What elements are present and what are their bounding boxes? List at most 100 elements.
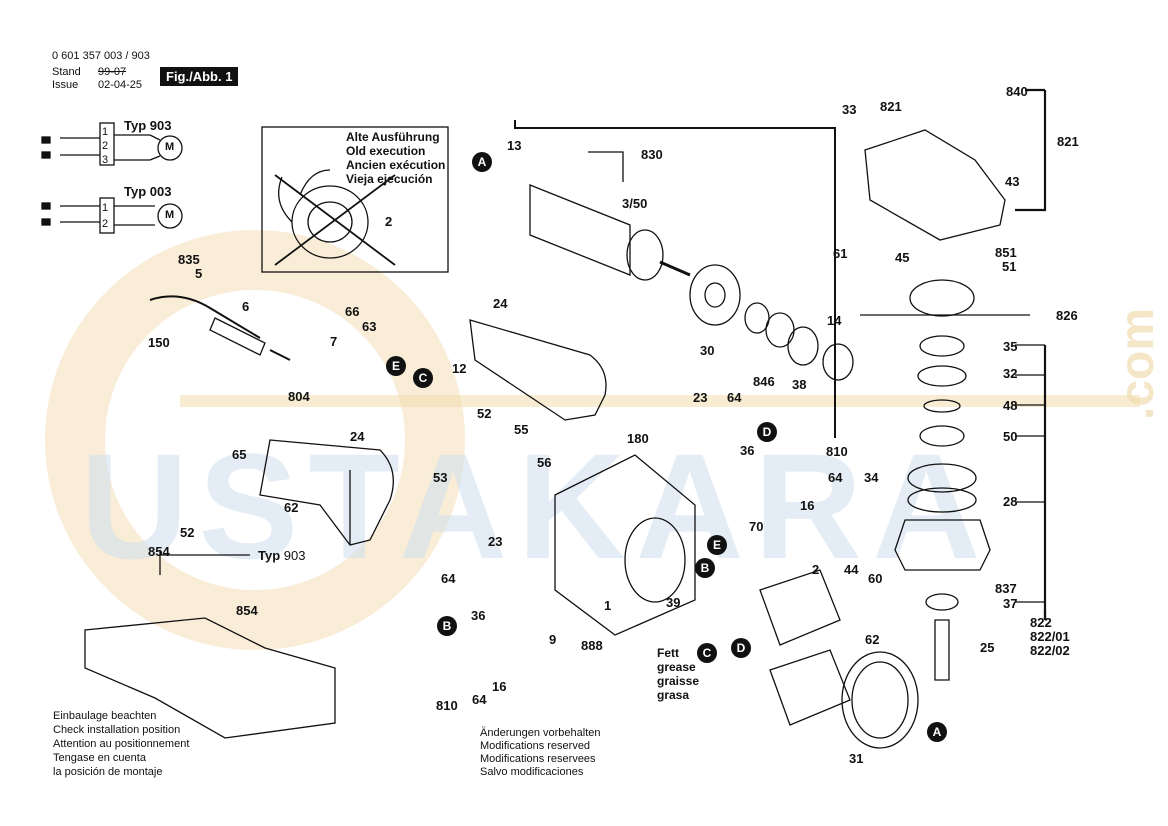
part-33: 33: [842, 102, 857, 117]
wiring-schematic-903: [41, 122, 183, 166]
marker-a-bottom: A: [927, 722, 947, 742]
terminal-1: 1: [102, 126, 109, 138]
part-16-left: 16: [492, 679, 507, 694]
figure-badge: Fig./Abb. 1: [160, 67, 239, 86]
part-56: 56: [537, 455, 552, 470]
part-44: 44: [844, 562, 859, 577]
part-837: 837: [995, 581, 1017, 596]
part-53: 53: [433, 470, 448, 485]
part-61: 61: [833, 246, 848, 261]
part-810-left: 810: [436, 698, 458, 713]
marker-b-right: B: [695, 558, 715, 578]
part-28: 28: [1003, 494, 1018, 509]
part-821-right: 821: [1057, 134, 1079, 149]
modif-note-1: Modifications reserved: [480, 740, 591, 752]
svg-text:D: D: [737, 641, 746, 655]
part-180: 180: [627, 431, 649, 446]
armature: [529, 184, 631, 276]
doc-number: 0 601 357 003 / 903: [52, 50, 150, 62]
part-804: 804: [288, 389, 310, 404]
motor-symbol-1: M: [165, 141, 175, 153]
part-64-right: 64: [828, 470, 843, 485]
assembly-detail-854: [84, 617, 336, 739]
motor-symbol-2: M: [165, 209, 175, 221]
part-39: 39: [666, 595, 681, 610]
part-35: 35: [1003, 339, 1018, 354]
typ-903-label: Typ 903: [258, 548, 306, 563]
part-840: 840: [1006, 84, 1028, 99]
part-43: 43: [1005, 174, 1020, 189]
part-2-stator: 2: [812, 562, 820, 577]
air-guide-ring: [841, 651, 919, 749]
part-48: 48: [1003, 398, 1018, 413]
grease-en: grease: [657, 660, 696, 674]
part-888: 888: [581, 638, 603, 653]
marker-d-upper: D: [757, 422, 777, 442]
part-822-02: 822/02: [1030, 643, 1070, 658]
part-66: 66: [345, 304, 360, 319]
bevel-gear: [909, 279, 975, 317]
fan-disc: [689, 264, 741, 326]
svg-text:A: A: [478, 155, 487, 169]
stand-label: Stand: [52, 66, 81, 78]
part-5: 5: [195, 266, 203, 281]
terminal-3: 3: [102, 154, 109, 166]
marker-e-upper: E: [386, 356, 406, 376]
part-52-upper: 52: [477, 406, 492, 421]
part-34: 34: [864, 470, 879, 485]
part-830: 830: [641, 147, 663, 162]
part-23-upper: 23: [693, 390, 708, 405]
part-25: 25: [980, 640, 995, 655]
part-32: 32: [1003, 366, 1018, 381]
svg-text:C: C: [703, 646, 712, 660]
part-810-right: 810: [826, 444, 848, 459]
part-854-bottom: 854: [236, 603, 258, 618]
old-version-en: Old execution: [346, 144, 426, 158]
svg-text:C: C: [419, 371, 428, 385]
part-1: 1: [604, 598, 612, 613]
part-24-lower: 24: [350, 429, 365, 444]
stator-field-lower: [769, 649, 851, 726]
spindle: [934, 619, 950, 681]
part-23-lower: 23: [488, 534, 503, 549]
stator-field-upper: [759, 569, 841, 646]
install-note-0: Einbaulage beachten: [53, 710, 157, 722]
marker-b-left: B: [437, 616, 457, 636]
grease-de: Fett: [657, 646, 679, 660]
marker-c-lower: C: [697, 643, 717, 663]
terminal-5: 2: [102, 218, 109, 230]
stand-value: 99-07: [98, 66, 127, 78]
part-846: 846: [753, 374, 775, 389]
part-64-upper: 64: [727, 390, 742, 405]
part-37: 37: [1003, 596, 1018, 611]
part-45: 45: [895, 250, 910, 265]
issue-label: Issue: [52, 79, 79, 91]
part-36-left: 36: [471, 608, 486, 623]
marker-c-upper: C: [413, 368, 433, 388]
modif-note-2: Modifications reservees: [480, 753, 596, 765]
typ-label-003: Typ 003: [124, 184, 172, 199]
power-cord: [149, 295, 261, 339]
install-note-3: Tengase en cuenta: [53, 752, 146, 764]
part-64-bottom: 64: [472, 692, 487, 707]
part-13: 13: [507, 138, 522, 153]
part-854-top: 854: [148, 544, 170, 559]
install-note-2: Attention au positionnement: [53, 738, 190, 750]
svg-text:A: A: [933, 725, 942, 739]
old-armature-sketch: [278, 169, 369, 259]
old-version-fr: Ancien exécution: [346, 158, 446, 172]
svg-text:E: E: [392, 359, 400, 373]
part-52-lower: 52: [180, 525, 195, 540]
part-60: 60: [868, 571, 883, 586]
typ-label-903: Typ 903: [124, 118, 172, 133]
grease-es: grasa: [657, 688, 690, 702]
wiring-schematic-003: [41, 197, 183, 234]
part-822-01: 822/01: [1030, 629, 1070, 644]
part-38: 38: [792, 377, 807, 392]
part-65: 65: [232, 447, 247, 462]
part-24-upper: 24: [493, 296, 508, 311]
marker-a-top: A: [472, 152, 492, 172]
part-70: 70: [749, 519, 764, 534]
